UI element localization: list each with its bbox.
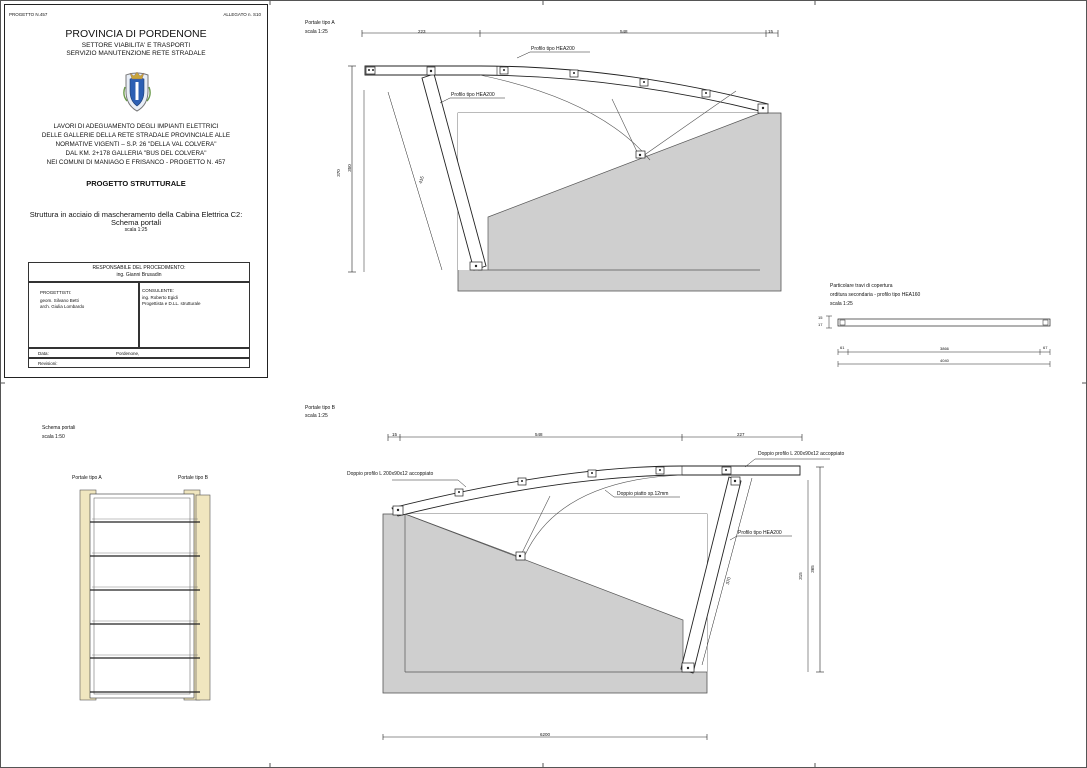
revisions-label: Revisioni: xyxy=(38,361,58,366)
consultant-title: CONSULENTE: xyxy=(142,288,175,293)
detail-scale: scala 1:25 xyxy=(830,301,853,307)
portal-a-dim-line-diagonal xyxy=(387,91,443,271)
portal-a-dim-3: 15 xyxy=(768,29,774,34)
portal-b-dim-3: 227 xyxy=(737,432,745,437)
subject-line-1: Struttura in acciaio di mascheramento de… xyxy=(29,210,243,219)
responsible-name: ing. Gianni Brusadin xyxy=(116,272,162,278)
portal-a-label-beam: Profilo tipo HEA200 xyxy=(531,46,575,52)
works-line: NEI COMUNI DI MANIAGO E FRISANCO - PROGE… xyxy=(46,159,226,166)
portal-b-brace-curve xyxy=(524,474,683,556)
portal-a-dim-inner: 350 xyxy=(346,164,352,172)
portal-b-dim-right-2: 365 xyxy=(809,565,815,573)
subject-line-2: Schema portali xyxy=(110,218,162,227)
revisions-row: Revisioni: xyxy=(28,358,250,368)
title-block: PROGETTO N.457 ALLEGATO n. S10 PROVINCIA… xyxy=(4,4,268,378)
portal-b-title: Portale tipo B xyxy=(305,405,336,411)
date-label: Data: xyxy=(38,351,49,356)
portal-b-drawing xyxy=(382,434,830,740)
responsible-cell: RESPONSABILE DEL PROCEDIMENTO: ing. Gian… xyxy=(28,262,250,282)
detail-drawing xyxy=(826,315,1051,367)
portal-b-dim-right-1: 315 xyxy=(797,572,803,580)
overview-label-b: Portale tipo B xyxy=(178,475,209,481)
portal-a-bolts xyxy=(368,69,765,268)
consultant-cell: CONSULENTE: ing. Roberto Egidi Progettis… xyxy=(139,282,250,348)
works-line: DELLE GALLERIE DELLA RETE STRADALE PROVI… xyxy=(41,132,231,139)
detail-dim-a: 61 xyxy=(840,345,845,350)
designer-2: arch. Giulia Lombardo xyxy=(40,304,85,309)
portal-a-title: Portale tipo A xyxy=(305,20,335,26)
attachment-number: ALLEGATO n. S10 xyxy=(223,12,261,17)
portal-b-label-double-l-right: Doppio profilo L 200x90x12 accoppiato xyxy=(758,451,845,457)
portal-a-scale: scala 1:25 xyxy=(305,29,328,35)
overview-scale: scala 1:50 xyxy=(42,434,65,440)
detail-dim-c: 67 xyxy=(1043,345,1048,350)
detail-dim-h2: 17 xyxy=(818,322,823,327)
portal-a-dim-1: 223 xyxy=(418,29,426,34)
portal-b-dim-line-diagonal xyxy=(701,477,753,666)
portal-b-scale: scala 1:25 xyxy=(305,413,328,419)
portal-a-label-column: Profilo tipo HEA200 xyxy=(451,92,495,98)
date-value: Pordenone, xyxy=(116,351,140,356)
works-line: NORMATIVE VIGENTI – S.P. 26 "DELLA VAL C… xyxy=(55,141,217,148)
portal-b-label-column: Profilo tipo HEA200 xyxy=(738,530,782,536)
portal-b-dim-2: 548 xyxy=(535,432,543,437)
department-1: SETTORE VIABILITA' E TRASPORTI xyxy=(81,42,191,49)
designer-1: geom. Silvano Betti xyxy=(40,298,79,303)
portal-b-dim-1: 15 xyxy=(392,432,398,437)
detail-dim-b: 3866 xyxy=(940,346,949,351)
designers-title: PROGETTISTI: xyxy=(40,290,72,295)
department-2: SERVIZIO MANUTENZIONE RETE STRADALE xyxy=(66,50,206,57)
overview-title: Schema portali xyxy=(42,425,76,431)
entity-name: PROVINCIA DI PORDENONE xyxy=(65,28,207,40)
project-number: PROGETTO N.457 xyxy=(9,12,48,17)
portal-a-drawing xyxy=(348,30,782,292)
works-line: DAL KM. 2+178 GALLERIA "BUS DEL COLVERA" xyxy=(65,150,207,157)
portal-a-dim-2: 548 xyxy=(620,29,628,34)
portal-a-brace-curve xyxy=(479,74,651,161)
overview-plan-drawing xyxy=(79,489,211,701)
detail-beam xyxy=(837,318,1051,327)
works-description: LAVORI DI ADEGUAMENTO DEGLI IMPIANTI ELE… xyxy=(5,122,267,167)
overview-label-a: Portale tipo A xyxy=(72,475,102,481)
designers-cell: PROGETTISTI: geom. Silvano Betti arch. G… xyxy=(28,282,139,348)
consultant-1: ing. Roberto Egidi xyxy=(142,295,178,300)
date-row: Data: Pordenone, xyxy=(28,348,250,358)
project-type: PROGETTO STRUTTURALE xyxy=(86,179,186,188)
works-line: LAVORI DI ADEGUAMENTO DEGLI IMPIANTI ELE… xyxy=(53,123,219,130)
overview-crossbeams xyxy=(90,521,200,693)
responsible-title: RESPONSABILE DEL PROCEDIMENTO: xyxy=(92,265,186,271)
portal-b-dim-bottom: 6200 xyxy=(540,732,551,737)
title-scale: scala 1:25 xyxy=(124,227,148,233)
portal-b-bolts xyxy=(396,469,737,670)
overview-plan-outline xyxy=(89,493,195,699)
portal-a-dim-left: 370 xyxy=(335,169,341,177)
detail-dim-h1: 15 xyxy=(818,315,823,320)
detail-title-1: Particolare travi di copertura xyxy=(830,283,893,289)
province-coat-of-arms-icon xyxy=(123,71,151,112)
consultant-2: Progettista e D.LL. strutturale xyxy=(142,301,201,306)
detail-dim-total: 4040 xyxy=(940,358,949,363)
portal-b-label-double-l-left: Doppio profilo L 200x90x12 accoppiato xyxy=(347,471,434,477)
portal-b-label-plate: Doppio piatto sp.12mm xyxy=(617,491,669,497)
detail-title-2: orditura secondaria - profilo tipo HEA16… xyxy=(830,292,921,298)
